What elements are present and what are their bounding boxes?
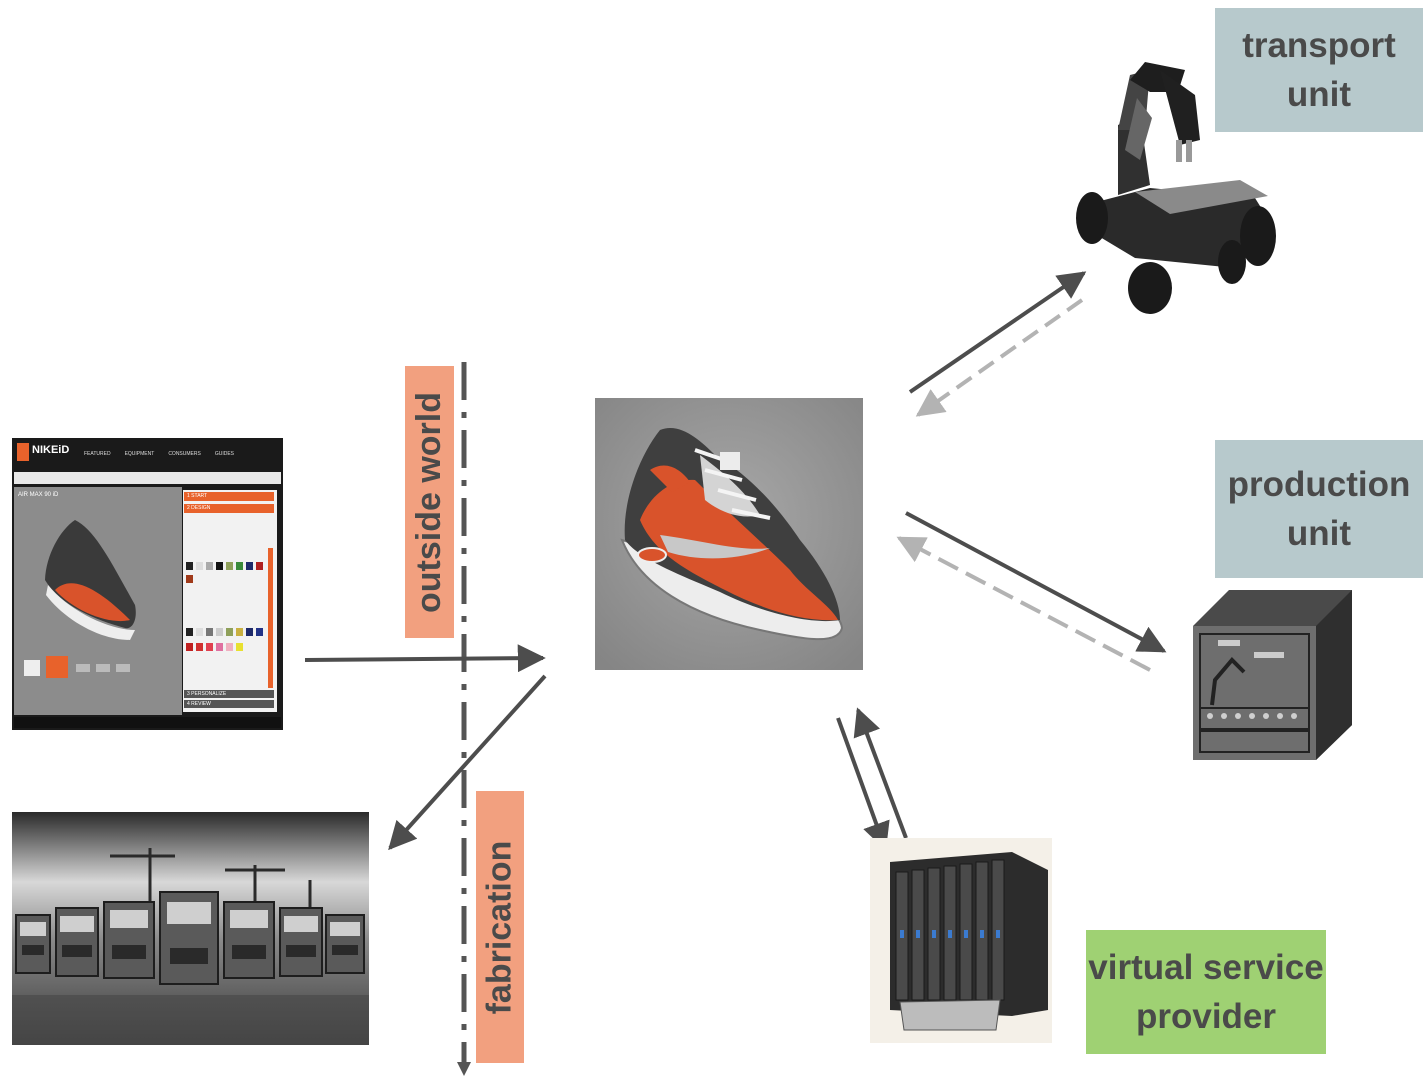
configurator-step-1: 1 START xyxy=(187,493,208,499)
production-unit-label: production unit xyxy=(1215,440,1423,578)
configurator-menu-item: GUIDES xyxy=(214,451,234,457)
transport-robot-image xyxy=(1076,62,1276,314)
arrow-to-production xyxy=(905,511,1167,653)
configurator-menu-item: EQUIPMENT xyxy=(124,451,155,457)
arrow-from-virtual xyxy=(853,707,908,839)
configurator-step-4: 4 REVIEW xyxy=(187,701,211,707)
boundary-line xyxy=(457,362,471,1076)
arrow-from-production xyxy=(896,536,1151,672)
production-unit-image xyxy=(1193,590,1352,760)
arrow-product-to-fabrication xyxy=(388,674,547,851)
trucks-photo xyxy=(12,812,369,1045)
configurator-menu-item: FEATURED xyxy=(84,451,111,457)
outside-world-label: outside world xyxy=(405,366,454,638)
configurator-model: AIR MAX 90 iD xyxy=(18,492,59,498)
product-shoe-image xyxy=(595,398,863,670)
fabrication-label: fabrication xyxy=(476,791,524,1063)
configurator-menu: FEATURED EQUIPMENT CONSUMERS GUIDES xyxy=(84,451,280,457)
configurator-step-2: 2 DESIGN xyxy=(187,505,211,511)
configurator-menu-item: CONSUMERS xyxy=(168,451,201,457)
server-chassis-image xyxy=(870,838,1052,1043)
arrow-to-transport xyxy=(908,271,1087,394)
arrow-from-transport xyxy=(915,298,1084,417)
configurator-step-3: 3 PERSONALIZE xyxy=(187,691,227,697)
configurator-brand: NIKEiD xyxy=(32,444,70,456)
transport-unit-label: transport unit xyxy=(1215,8,1423,132)
arrow-to-virtual xyxy=(836,717,890,851)
fabrication-text: fabrication xyxy=(480,840,519,1014)
virtual-service-provider-label: virtual service provider xyxy=(1086,930,1326,1054)
configurator-screenshot xyxy=(12,438,283,730)
arrow-configurator-to-product xyxy=(304,644,546,673)
outside-world-text: outside world xyxy=(410,391,448,613)
